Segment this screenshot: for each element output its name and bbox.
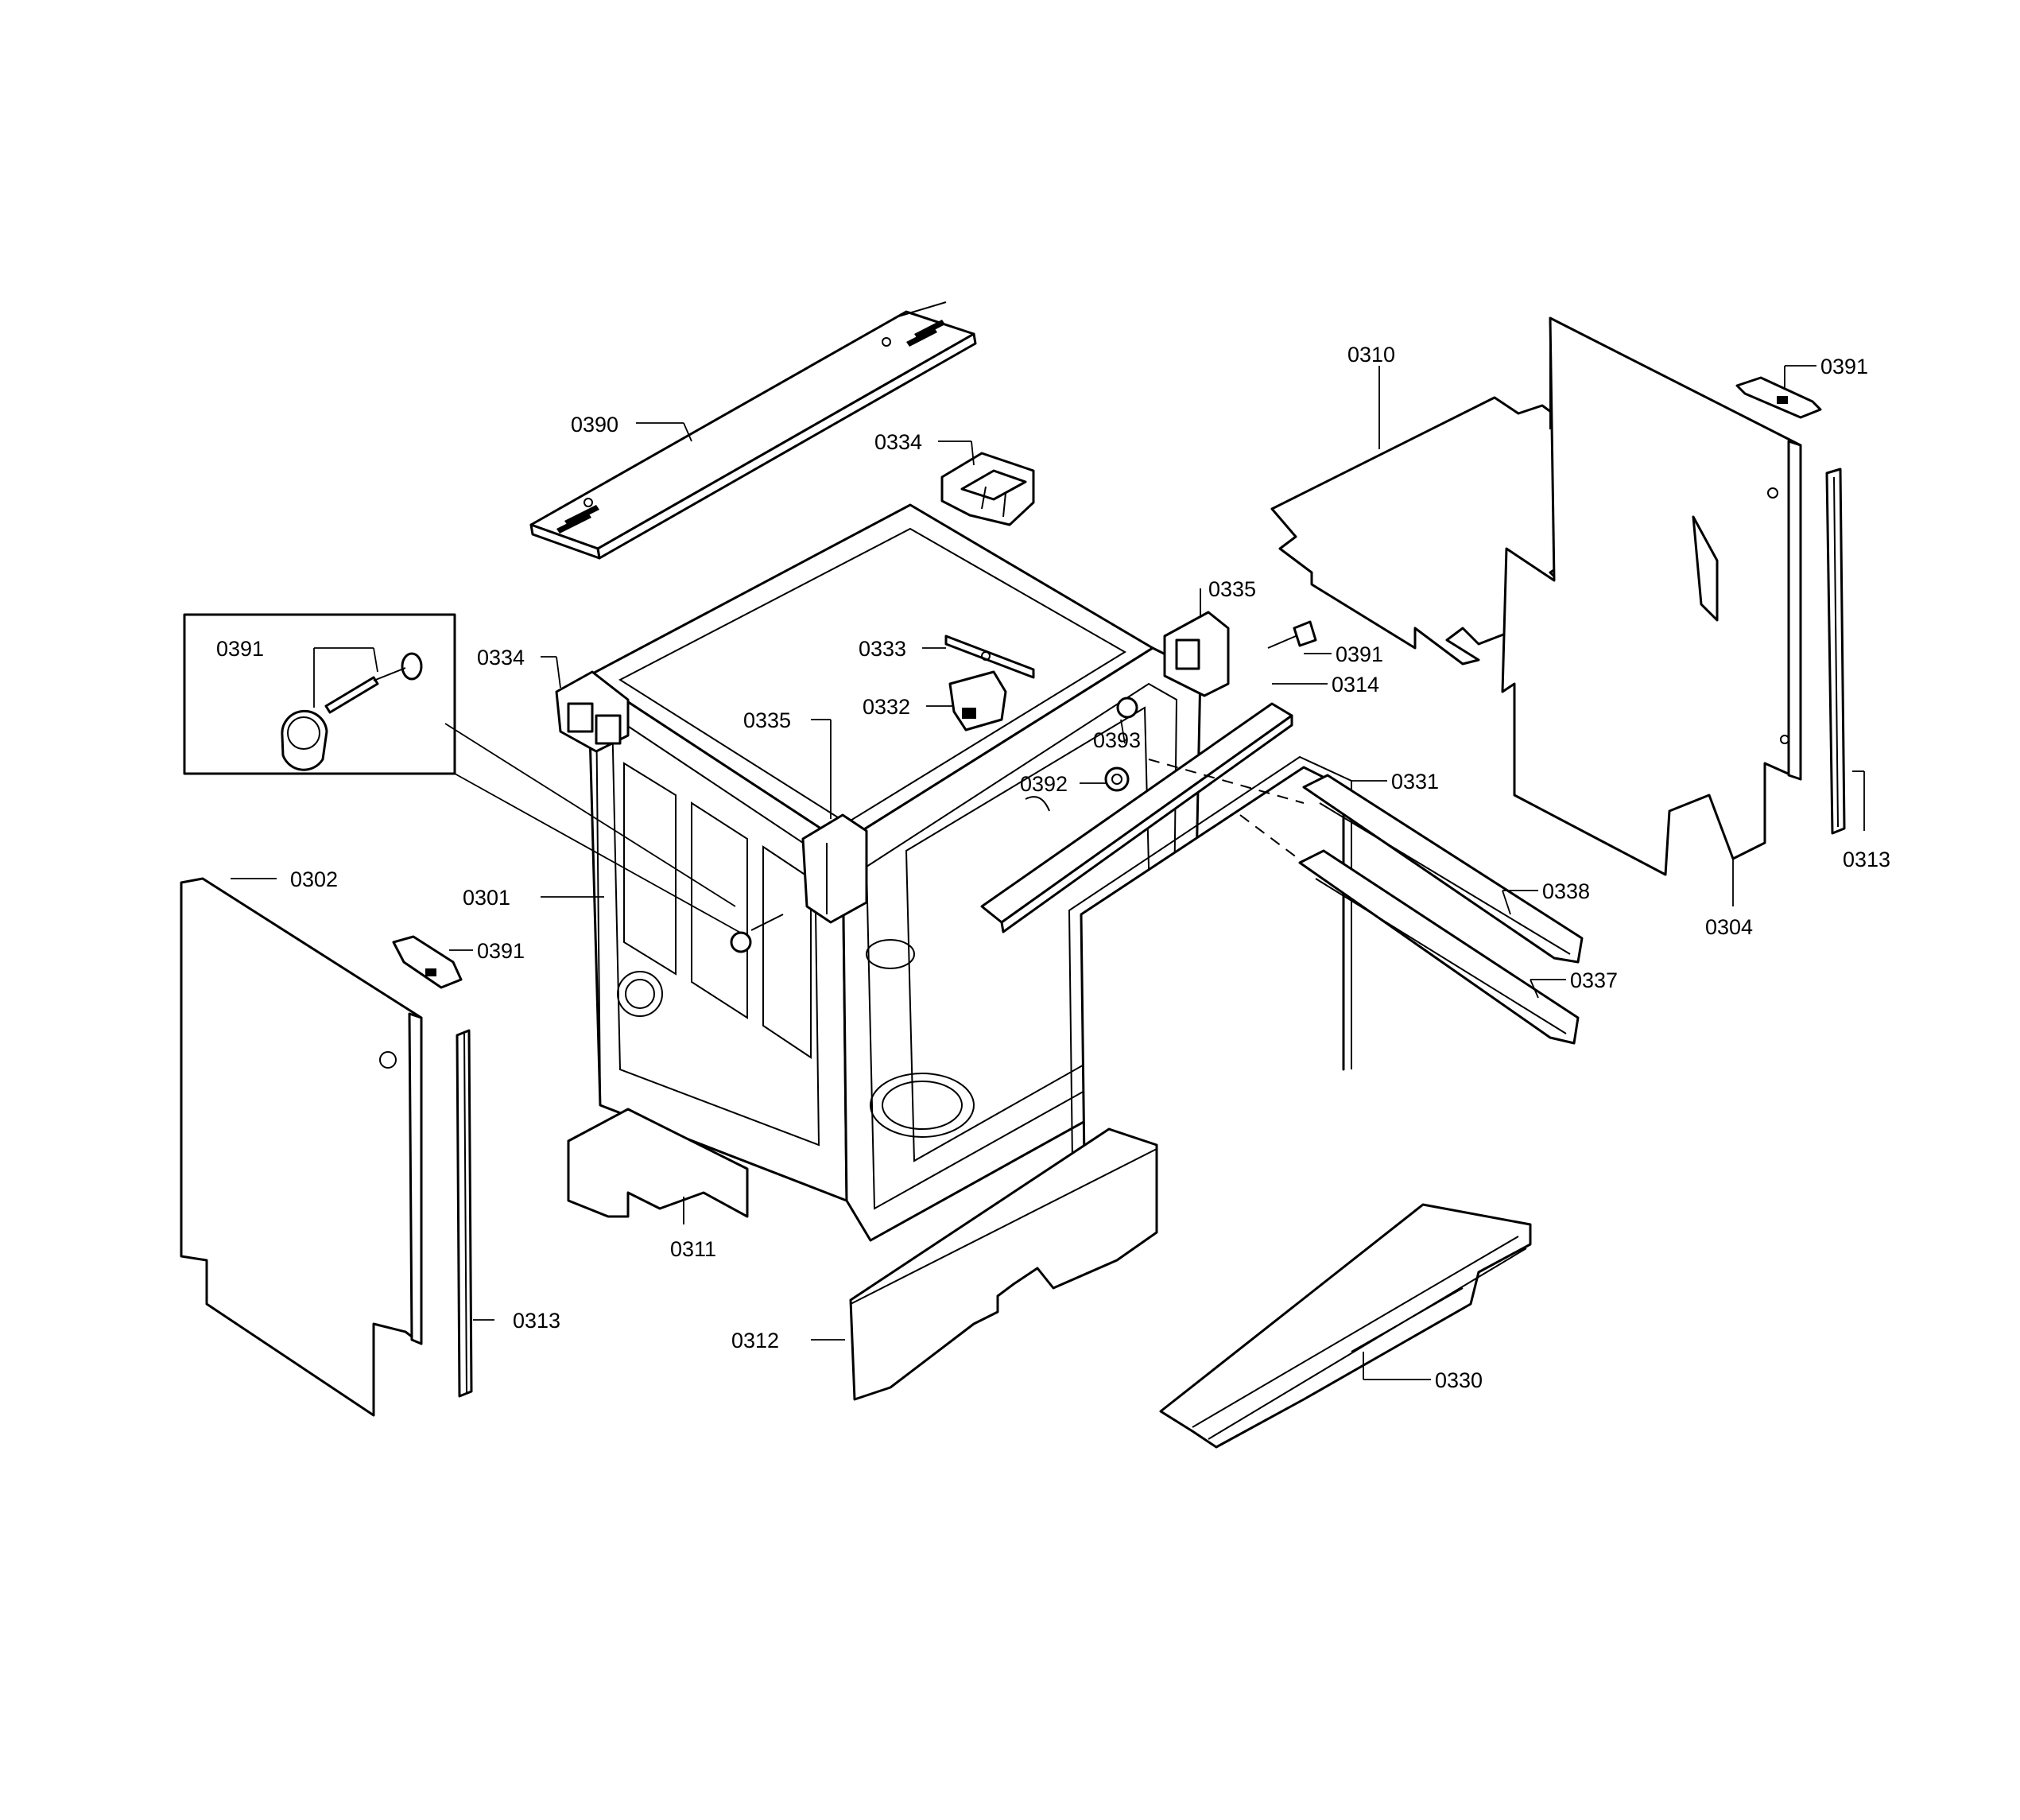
part-0313-right-strip — [1825, 468, 1846, 835]
callout-0393: 0393 — [1093, 728, 1141, 752]
part-0313-left-strip — [456, 1029, 473, 1398]
part-0301-tub — [587, 503, 1202, 1242]
part-0304-panel — [1501, 316, 1802, 876]
part-0391-screw — [1267, 620, 1317, 649]
callout-0302: 0302 — [290, 867, 338, 891]
part-0392-fastener — [1104, 766, 1130, 792]
callout-0332: 0332 — [863, 695, 910, 719]
callout-0313-left: 0313 — [513, 1309, 560, 1333]
callout-0335-right: 0335 — [1208, 577, 1256, 601]
callout-0314: 0314 — [1332, 673, 1379, 697]
part-0337-rail — [1298, 849, 1580, 1045]
part-0302-side-panel — [180, 877, 423, 1417]
callout-0391-mid: 0391 — [1336, 642, 1383, 666]
leader-lines — [231, 365, 1865, 1380]
callout-0391-top-right: 0391 — [1820, 355, 1868, 378]
callout-0312: 0312 — [731, 1329, 779, 1352]
callout-0338: 0338 — [1542, 879, 1590, 903]
callout-0304: 0304 — [1705, 915, 1753, 939]
callout-0331: 0331 — [1391, 770, 1439, 794]
callout-0334-top: 0334 — [874, 430, 922, 454]
part-0332-clip — [948, 670, 1007, 731]
callout-labels: 0390 0334 0334 0335 0335 0333 0332 0393 … — [216, 343, 1890, 1392]
callout-0392: 0392 — [1020, 772, 1068, 796]
callout-0330: 0330 — [1435, 1368, 1483, 1392]
callout-0335-tub: 0335 — [743, 708, 791, 732]
callout-0390: 0390 — [571, 413, 618, 437]
callout-0301: 0301 — [463, 886, 510, 910]
callout-0311: 0311 — [670, 1237, 716, 1261]
part-0391-screw-on-tub — [730, 914, 784, 953]
part-0311-base-foam — [567, 1108, 749, 1218]
callout-0391-inset: 0391 — [216, 637, 264, 661]
part-0330-bottom-tray — [1159, 1203, 1532, 1449]
callout-0334-left: 0334 — [477, 646, 525, 669]
part-0312-front-foam — [849, 1127, 1158, 1401]
part-0338-rail — [1302, 774, 1584, 964]
part-0335-right-bracket — [1163, 611, 1230, 697]
part-0314-rail — [980, 702, 1293, 933]
part-0393-fastener — [1116, 697, 1138, 719]
part-0390-top-plate — [529, 301, 977, 560]
callout-0310: 0310 — [1347, 343, 1395, 367]
part-0391-clip-top-right — [1735, 376, 1822, 419]
callout-0337: 0337 — [1570, 968, 1618, 992]
callout-0333: 0333 — [859, 637, 906, 661]
part-0334-top-bracket — [940, 452, 1035, 526]
callout-0391-left: 0391 — [477, 939, 525, 963]
part-0333-strip — [944, 634, 1035, 679]
callout-0313-right: 0313 — [1843, 848, 1890, 871]
part-0391-clip-left — [392, 935, 463, 989]
part-0334-left-bracket — [555, 670, 630, 753]
part-0335-tub-bracket — [801, 813, 868, 924]
inset-box-0391 — [183, 613, 456, 775]
